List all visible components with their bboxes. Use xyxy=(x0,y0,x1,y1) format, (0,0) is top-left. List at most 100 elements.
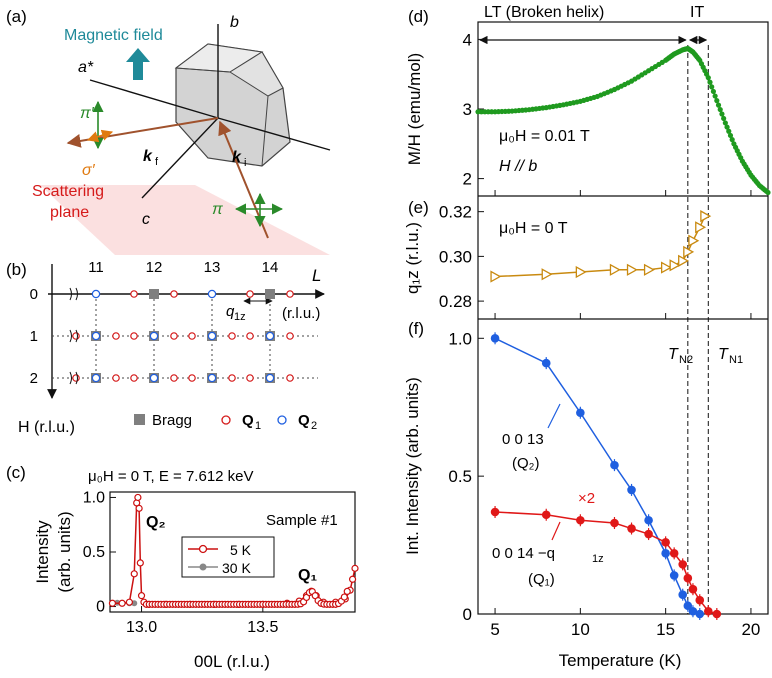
sigma-prime-arrow xyxy=(86,129,114,143)
q1-peak xyxy=(112,374,120,382)
panel-d-annot-1: μ₀H = 0.01 T xyxy=(499,128,590,145)
q2-peak xyxy=(149,373,159,383)
panel-d-point xyxy=(695,56,702,62)
kf-label: k xyxy=(143,148,153,165)
q1-peak xyxy=(286,332,294,340)
panel-d-point xyxy=(540,105,546,111)
q2-peak xyxy=(149,331,159,341)
crystal-icon xyxy=(174,43,291,167)
panel-d-point xyxy=(726,128,732,134)
legend-5k-marker xyxy=(198,544,208,554)
y-tick-label: 0.5 xyxy=(83,544,105,561)
panel-c-legend xyxy=(181,536,275,578)
point-5k xyxy=(118,599,126,607)
panel-e-point xyxy=(660,261,672,274)
H-tick-1: 1 xyxy=(30,328,38,345)
panel-e-point xyxy=(575,265,587,279)
scattering-plane-label-1: Scattering xyxy=(32,183,104,200)
H-tick-2: 2 xyxy=(30,370,38,387)
legend-q1-sub: 1 xyxy=(255,420,261,432)
panel-f-point xyxy=(669,549,679,558)
axis-break-icon xyxy=(69,371,78,385)
q1-peak xyxy=(130,374,138,382)
panel-f-y-tick-label: 0.5 xyxy=(448,467,472,486)
panel-f-xlabel: Temperature (K) xyxy=(559,651,682,670)
panel-f-point xyxy=(490,333,500,343)
right-plot-frame xyxy=(477,21,769,615)
legend-5k-label: 5 K xyxy=(230,542,252,558)
q2-peak xyxy=(207,331,217,341)
panel-c: (c) μ₀H = 0 T, E = 7.612 keV Sample #1 Q… xyxy=(6,463,359,671)
panel-e-annot: μ₀H = 0 T xyxy=(499,220,568,237)
point-5k xyxy=(108,599,117,607)
panel-e-point xyxy=(688,234,700,247)
legend-q2-marker xyxy=(277,415,287,425)
panel-label-e: (e) xyxy=(408,198,429,217)
q1-peak xyxy=(130,290,138,298)
tn2-label: T xyxy=(668,346,679,363)
q1-peak xyxy=(170,332,178,340)
panel-f-point xyxy=(695,609,705,619)
panel-c-ylabel-1: Intensity xyxy=(33,520,52,584)
panel-f-point xyxy=(669,571,679,580)
panel-d-point xyxy=(710,88,717,95)
q2-peak xyxy=(91,289,101,299)
x2-label: ×2 xyxy=(578,490,595,507)
panel-e-y-tick-label: 0.28 xyxy=(439,292,472,311)
q1-peak xyxy=(72,332,80,340)
panel-f-point xyxy=(683,573,693,583)
panel-d-point xyxy=(717,106,723,113)
panel-c-xlabel: 00L (r.l.u.) xyxy=(194,652,270,671)
q1-peak xyxy=(112,332,120,340)
panel-d-ylabel: M/H (emu/mol) xyxy=(405,53,424,165)
panel-d-point xyxy=(659,59,665,65)
legend-bragg-label: Bragg xyxy=(152,412,192,429)
x-tick-label: 20 xyxy=(741,620,760,639)
panel-f-y-tick-label: 1.0 xyxy=(448,329,472,348)
label-q2-1: 0 0 13 xyxy=(502,431,544,448)
panel-e-y-tick-label: 0.32 xyxy=(439,203,472,222)
q1-peak xyxy=(286,374,294,382)
panel-d-header-lt: LT (Broken helix) xyxy=(484,4,604,21)
panel-e-point xyxy=(541,268,553,281)
panel-f-series-line-0 xyxy=(494,337,701,615)
L-tick-13: 13 xyxy=(204,259,221,276)
y-tick-label: 1.0 xyxy=(83,489,105,506)
ki-sub: i xyxy=(244,157,246,169)
panel-c-peak-q1: Q₁ xyxy=(298,567,317,584)
bragg-peak xyxy=(265,289,275,299)
q1z-label: q xyxy=(226,303,235,320)
q2-peak xyxy=(265,331,275,341)
panel-f-point xyxy=(576,408,585,418)
c-axis xyxy=(141,117,219,199)
panel-e-point xyxy=(678,254,690,267)
point-5k xyxy=(130,570,138,578)
panel-d-point xyxy=(738,155,744,161)
kf-sub: f xyxy=(155,156,159,168)
q2-peak xyxy=(207,289,217,299)
panel-c-sample: Sample #1 xyxy=(266,512,338,529)
panel-f-point xyxy=(688,606,698,616)
legend-30k-label: 30 K xyxy=(222,560,251,576)
label-q1-pointer xyxy=(551,521,561,541)
q1-peak xyxy=(188,332,196,340)
point-5k xyxy=(136,559,144,567)
axis-c-label: c xyxy=(142,211,150,228)
panel-d-point xyxy=(763,188,769,194)
point-5k xyxy=(125,598,134,606)
panel-d-annot-2: H // b xyxy=(499,158,537,175)
q1-peak xyxy=(188,374,196,382)
axis-b-label: b xyxy=(230,14,239,31)
panel-f-point xyxy=(695,595,705,605)
panel-f-point xyxy=(541,358,551,368)
panel-d-point xyxy=(714,98,720,104)
axis-astar-label: a* xyxy=(78,59,94,76)
panel-f-point xyxy=(703,606,713,616)
L-axis-unit: (r.l.u.) xyxy=(282,305,320,322)
panel-f-ylabel: Int. Intensity (arb. units) xyxy=(403,377,422,555)
panel-d-y-tick-label: 2 xyxy=(463,170,472,189)
scattering-plane xyxy=(40,185,330,255)
L-tick-11: 11 xyxy=(88,259,104,276)
panel-e-point xyxy=(700,210,712,223)
